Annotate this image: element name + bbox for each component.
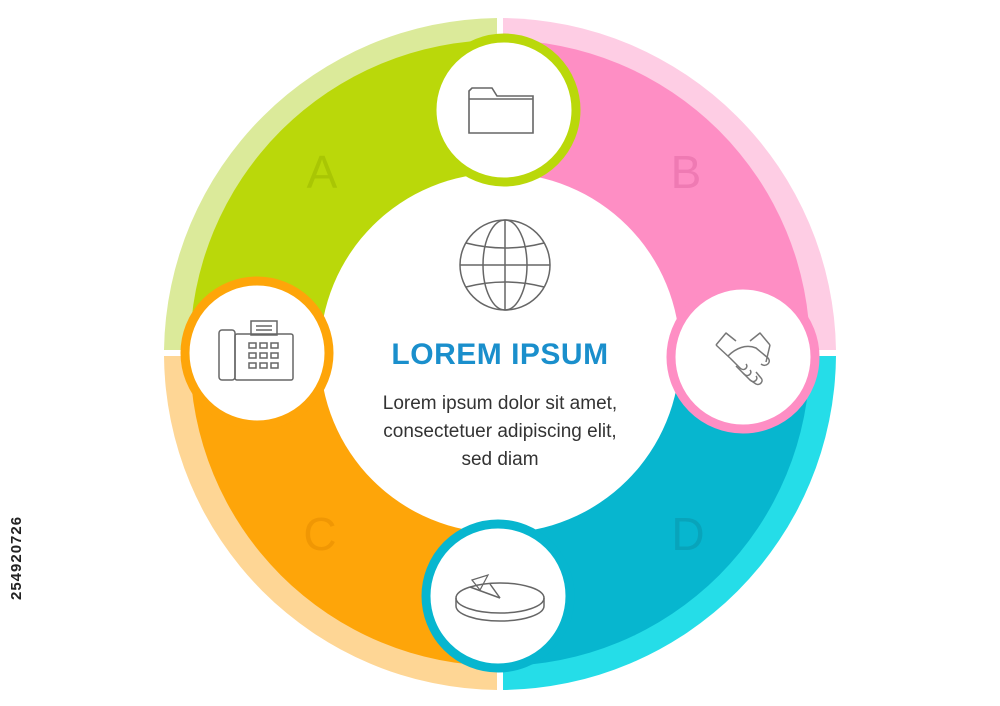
center-description: Lorem ipsum dolor sit amet, consectetuer… [330,390,670,474]
globe-icon [459,219,551,311]
handshake-icon [715,332,771,386]
center-disk [320,173,680,533]
badge-left [180,276,334,430]
segment-letter-c: C [303,508,336,560]
center-line-1: Lorem ipsum dolor sit amet, [382,393,618,414]
segment-letter-b: B [671,146,702,198]
pie-chart-icon [455,573,545,622]
folder-icon [468,87,534,134]
badge-top [427,33,581,187]
segment-letter-d: D [671,508,704,560]
fax-phone-icon [218,320,294,381]
segment-letter-a: A [307,146,338,198]
badge-right [666,280,820,434]
center-title: LOREM IPSUM [391,338,609,371]
center-line-3: sed diam [461,449,539,470]
image-id-label: 254920726 [8,515,25,600]
center-line-2: consectetuer adipiscing elit, [383,421,617,442]
